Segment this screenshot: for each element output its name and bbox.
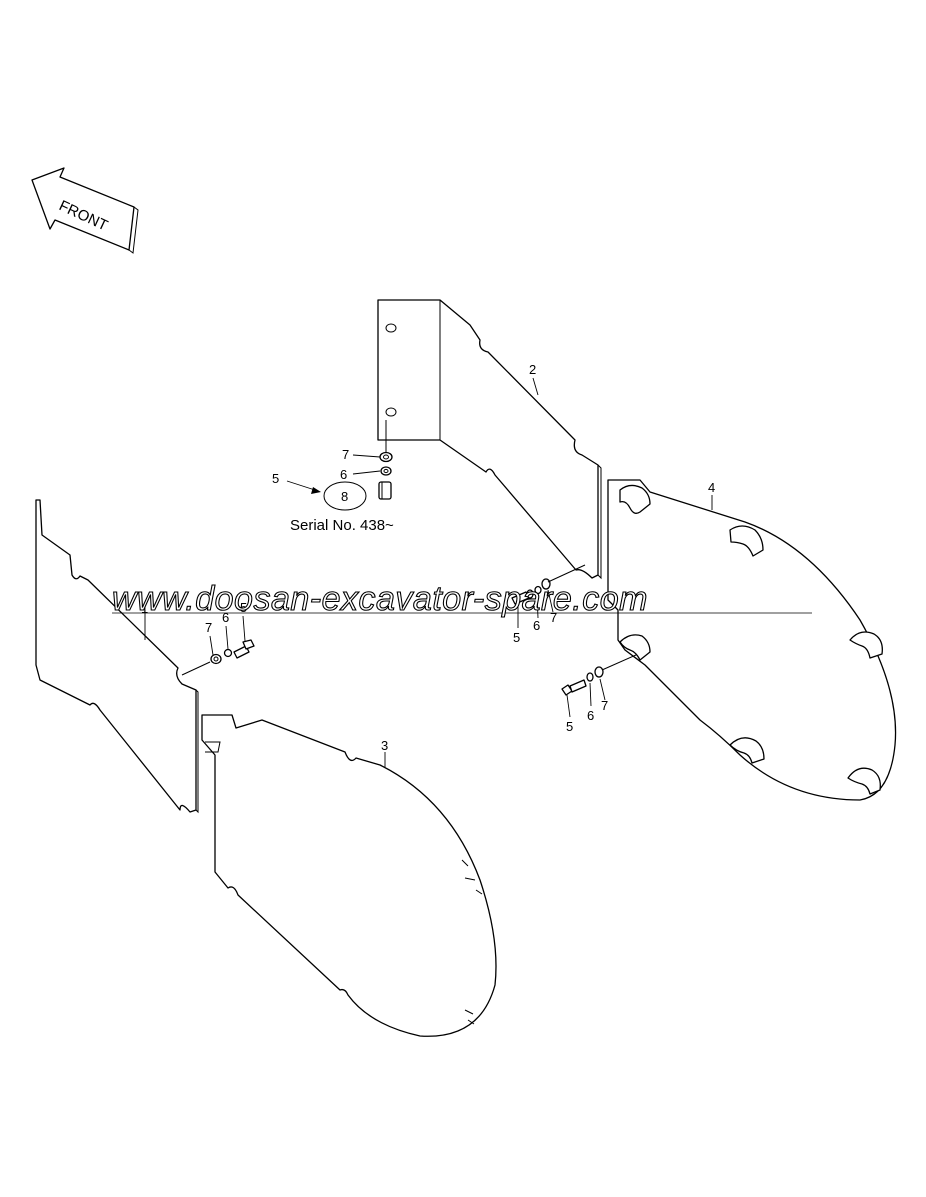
callout-left-lockwasher-6: 6 xyxy=(222,610,229,625)
callout-right-bolt-5: 5 xyxy=(566,719,573,734)
cover-plate-2 xyxy=(377,299,602,580)
callout-mid-lockwasher-6: 6 xyxy=(533,618,540,633)
callout-right-lockwasher-6: 6 xyxy=(587,708,594,723)
callout-left-bolt-5: 5 xyxy=(240,600,247,615)
callout-part-1: 1 xyxy=(141,601,148,616)
cover-plate-4 xyxy=(607,479,897,801)
callout-part-2: 2 xyxy=(529,362,536,377)
watermark: www.doosan-excavator-spare.com xyxy=(111,579,812,619)
alt-bolt-8-circle xyxy=(323,481,367,511)
mid-hardware-stack xyxy=(511,564,586,605)
right-hardware-stack xyxy=(561,654,637,696)
callout-right-washer-7: 7 xyxy=(601,698,608,713)
callout-mid-bolt-5: 5 xyxy=(513,630,520,645)
cover-plate-1 xyxy=(35,499,199,814)
leader-lines xyxy=(144,377,713,768)
cover-plate-3 xyxy=(201,714,497,1037)
callout-upper-washer-7: 7 xyxy=(342,447,349,462)
callout-mid-washer-7: 7 xyxy=(550,610,557,625)
callout-part-3: 3 xyxy=(381,738,388,753)
callout-upper-lockwasher-6: 6 xyxy=(340,467,347,482)
left-hardware-stack xyxy=(181,639,255,676)
callout-alt-bolt-8: 8 xyxy=(341,489,348,504)
callout-part-4: 4 xyxy=(708,480,715,495)
front-arrow: FRONT xyxy=(31,167,139,254)
serial-number-note: Serial No. 438~ xyxy=(290,517,394,534)
watermark-text: www.doosan-excavator-spare.com xyxy=(112,580,648,618)
callout-labels: 2 4 3 1 7 6 5 8 7 6 5 5 6 7 5 6 7 xyxy=(141,362,715,753)
callout-left-washer-7: 7 xyxy=(205,620,212,635)
callout-upper-bolt-5: 5 xyxy=(272,471,279,486)
